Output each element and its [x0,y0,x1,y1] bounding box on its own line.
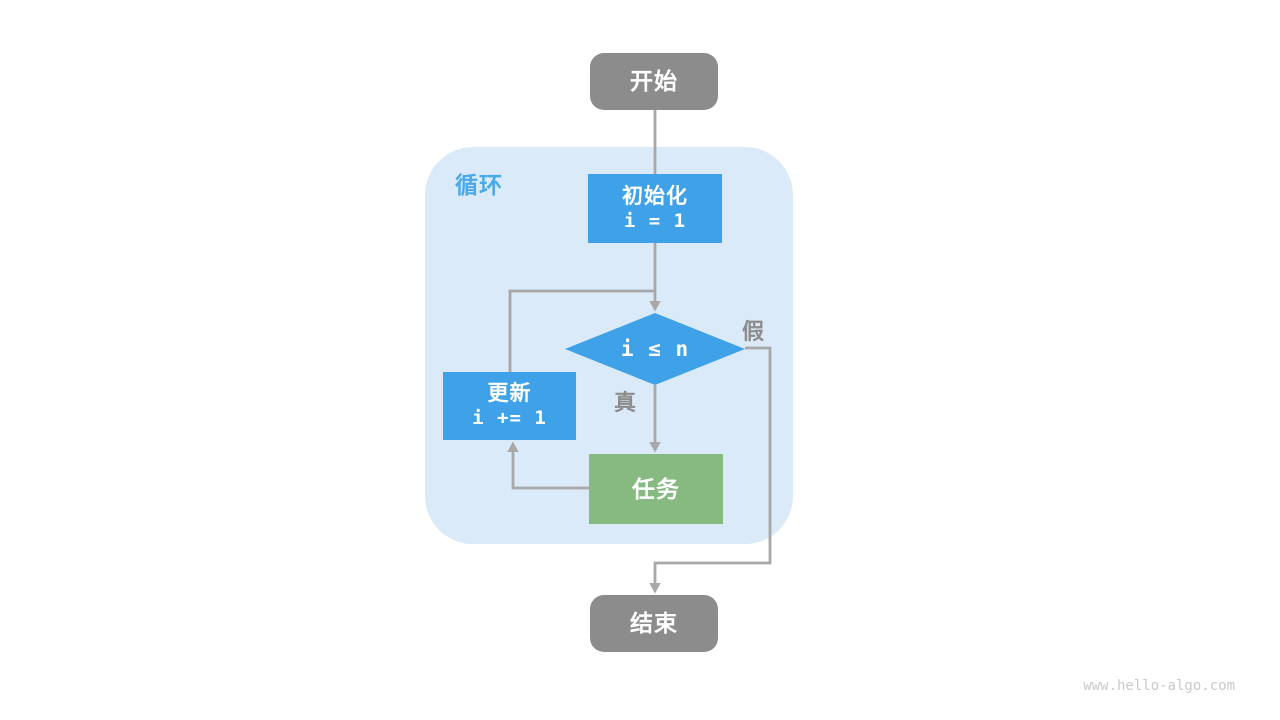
watermark-text: www.hello-algo.com [1083,678,1235,694]
update-node-label: 更新 [487,382,532,405]
start-node: 开始 [590,53,718,110]
end-node: 结束 [590,595,718,652]
arrowhead-update-bottom [507,441,519,452]
edge-condition-false-to-end [653,346,772,584]
arrowhead-task-top [649,442,661,453]
init-node-label: 初始化 [622,184,688,208]
loop-region-label: 循环 [455,172,503,198]
arrowhead-end-top [649,583,661,594]
end-node-label: 结束 [630,610,678,637]
true-branch-label: 真 [614,390,637,415]
condition-node-code: i ≤ n [620,337,690,361]
edge-update-to-condition [508,289,655,372]
task-node: 任务 [589,454,723,524]
update-node: 更新 i += 1 [443,372,576,440]
init-node: 初始化 i = 1 [588,174,722,243]
start-node-label: 开始 [630,68,678,95]
edge-task-to-update [511,451,589,490]
init-node-code: i = 1 [623,209,687,232]
update-node-code: i += 1 [472,407,547,430]
arrowhead-condition-top [649,301,661,312]
false-branch-label: 假 [742,319,765,344]
task-node-label: 任务 [632,475,680,502]
